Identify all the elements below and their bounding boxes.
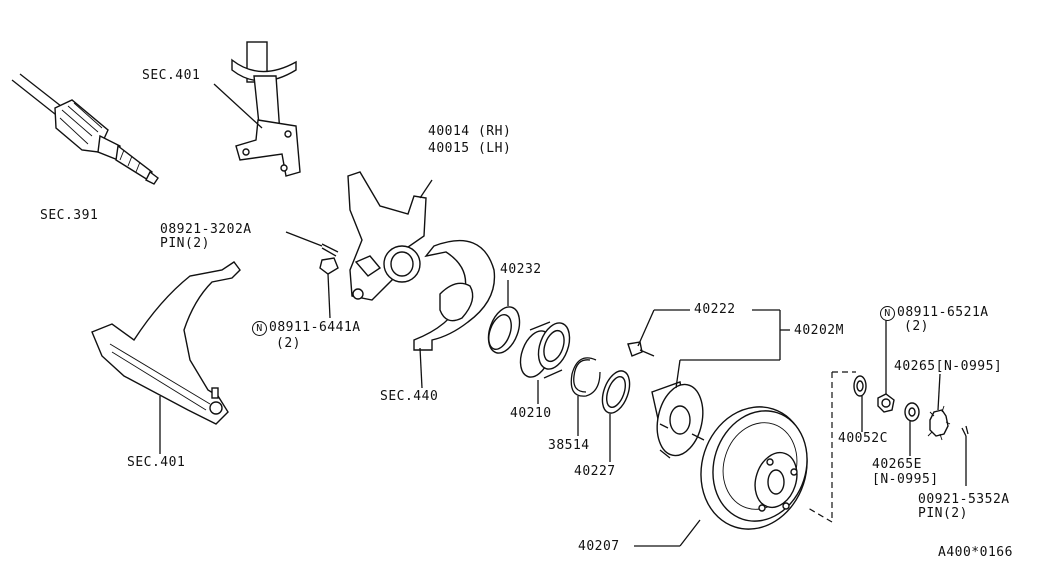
label-snap-ring: 38514 (548, 438, 590, 453)
label-seal: 40232 (500, 262, 542, 277)
seal-40232 (487, 280, 521, 354)
hub-bolt (627, 309, 690, 357)
label-rotor: 40207 (578, 539, 620, 554)
split-pin-left (285, 231, 339, 257)
label-cap: 40265[N-0995] (894, 359, 1003, 374)
figure-code: A400*0166 (938, 545, 1013, 560)
snap-ring (570, 357, 601, 436)
washer (853, 375, 867, 432)
wheel-bearing (519, 321, 571, 404)
label-knuckle-lh: 40015 (LH) (428, 141, 512, 156)
label-knuckle-rh: 40014 (RH) (428, 124, 512, 139)
label-nut-qty-right: (2) (904, 319, 929, 334)
label-pin-qty-left: PIN(2) (160, 236, 210, 251)
label-pin-qty-right: PIN(2) (918, 506, 968, 521)
label-sec-401-bottom: SEC.401 (127, 455, 186, 470)
nut-right (877, 320, 895, 413)
label-hub-bolt: 40222 (694, 302, 736, 317)
nut-part-right-text: 08911-6521A (897, 305, 989, 320)
lock-nut (904, 402, 920, 456)
split-pin-right (961, 425, 969, 486)
nut-left (319, 257, 339, 319)
label-sec-401-top: SEC.401 (142, 68, 201, 83)
wheel-hub (651, 309, 790, 459)
label-hub-assy: 40202M (794, 323, 844, 338)
nut-part-left-text: 08911-6441A (269, 320, 361, 335)
lower-control-arm (91, 261, 241, 454)
label-bearing: 40210 (510, 406, 552, 421)
nut-cap (927, 373, 951, 441)
label-inner-seal: 40227 (574, 464, 616, 479)
n-symbol: N (880, 306, 895, 321)
strut-assembly (213, 41, 301, 177)
brake-rotor (634, 406, 808, 547)
label-pin-part-left: 08921-3202A (160, 222, 252, 237)
drive-shaft (11, 73, 159, 185)
label-nut-qty-left: (2) (276, 336, 301, 351)
label-washer: 40052C (838, 431, 888, 446)
n-symbol: N (252, 321, 267, 336)
label-sec-440: SEC.440 (380, 389, 439, 404)
label-sec-391: SEC.391 (40, 208, 99, 223)
label-pin-part-right: 00921-5352A (918, 492, 1010, 507)
label-lock-nut: 40265E (872, 457, 922, 472)
dust-cover (413, 239, 496, 389)
inner-seal (601, 370, 631, 462)
label-lock-nut-range: [N-0995] (872, 472, 939, 487)
dashed-bracket (807, 371, 856, 523)
steering-knuckle (347, 171, 433, 301)
